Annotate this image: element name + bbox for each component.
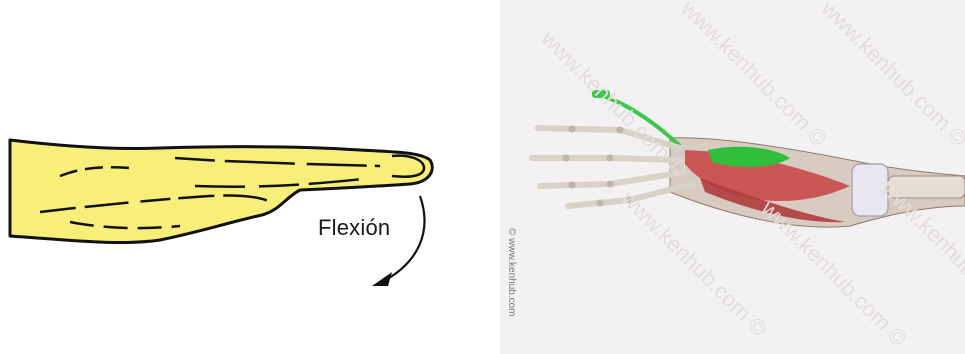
flexion-label: Flexión bbox=[318, 215, 390, 241]
forearm-anatomy-illustration: www.kenhub.com © www.kenhub.com © www.ke… bbox=[500, 0, 965, 354]
watermark-text-2: www.kenhub.com © bbox=[676, 0, 832, 151]
finger-flexion-diagram: Flexión bbox=[0, 0, 500, 354]
hand-drawing bbox=[0, 0, 500, 354]
finger-joints bbox=[563, 126, 634, 207]
side-credit: © www.kenhub.com bbox=[503, 228, 517, 348]
flexion-arrowhead bbox=[372, 272, 392, 286]
watermark-text-3: www.kenhub.com © bbox=[816, 0, 965, 151]
forearm-muscle-drawing: www.kenhub.com © www.kenhub.com © www.ke… bbox=[500, 0, 965, 354]
